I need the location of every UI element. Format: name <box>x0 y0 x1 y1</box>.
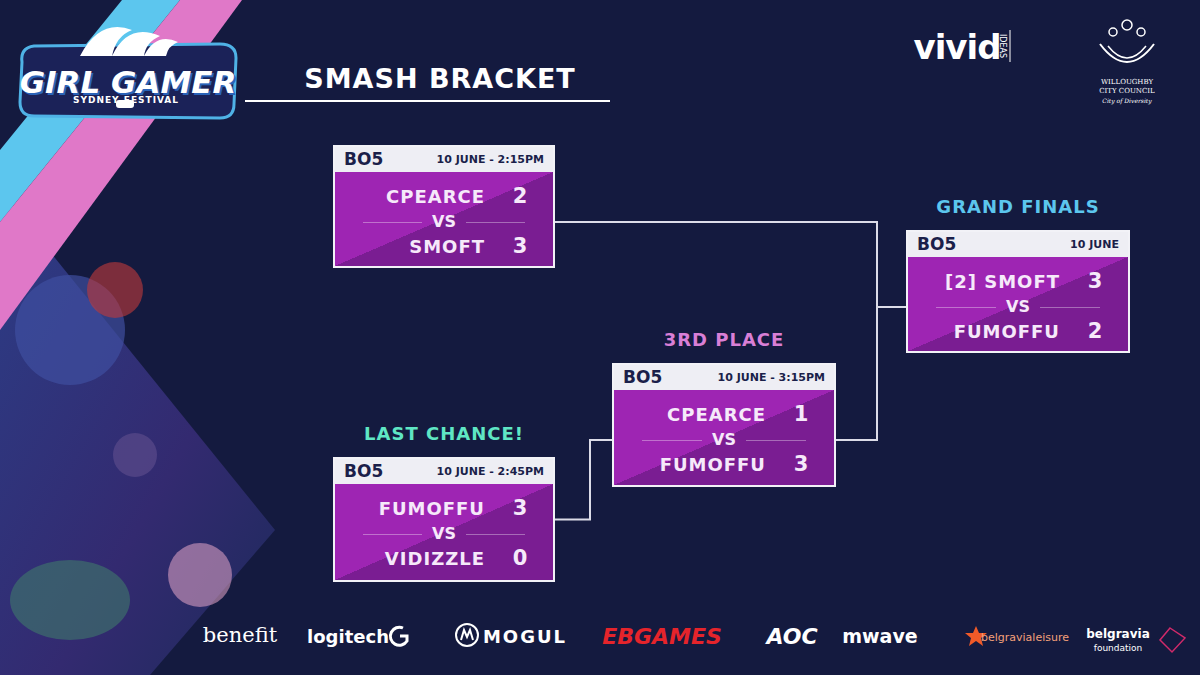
versus-mark: VS <box>614 430 834 449</box>
sponsor-logo: belgravialeisure <box>981 631 1069 644</box>
player-score: 3 <box>507 496 533 520</box>
player-name: CPEARCE <box>667 404 766 425</box>
logo-text: GIRL GAMER <box>20 64 237 100</box>
logitech-g-mark <box>390 627 407 645</box>
mogul-mark <box>456 624 478 646</box>
sponsor-logo: logitech <box>307 626 389 647</box>
player-name: FUMOFFU <box>660 454 766 475</box>
match-header: BO5 10 JUNE - 2:45PM <box>335 459 553 484</box>
divider-line <box>936 307 996 308</box>
logo-subtext: SYDNEY FESTIVAL <box>73 95 179 105</box>
pink-stripe <box>0 0 242 330</box>
round-heading: GRAND FINALS <box>908 196 1128 217</box>
versus-mark: VS <box>335 212 553 231</box>
match-box: BO510 JUNE - 2:45PMFUMOFFU3VSVIDIZZLE0LA… <box>333 457 555 582</box>
player-score: 0 <box>507 546 533 570</box>
bracket-title: SMASH BRACKET <box>304 63 576 94</box>
player-name: VIDIZZLE <box>385 548 485 569</box>
divider-line <box>466 222 525 223</box>
divider-line <box>1040 307 1100 308</box>
council-emblem <box>1100 20 1154 62</box>
player-name: SMOFT <box>409 236 485 257</box>
player-score: 2 <box>507 184 533 208</box>
match-header: BO5 10 JUNE - 2:15PM <box>335 147 553 172</box>
match-date: 10 JUNE - 2:45PM <box>437 465 544 478</box>
sponsor-logo: AOC <box>766 624 817 649</box>
art-figure <box>87 262 143 318</box>
match-body: CPEARCE 2VS SMOFT 3 <box>335 172 553 266</box>
sponsor-logo: IDEAS <box>998 34 1007 58</box>
divider-line <box>363 222 422 223</box>
match-format: BO5 <box>623 367 662 387</box>
art-figure <box>168 543 232 607</box>
player-name: CPEARCE <box>386 186 485 207</box>
player-name: FUMOFFU <box>379 498 485 519</box>
match-body: [2] SMOFT 3VS FUMOFFU 2 <box>908 257 1128 351</box>
bracket-connector <box>555 440 612 520</box>
match-date: 10 JUNE - 2:15PM <box>437 153 544 166</box>
match-format: BO5 <box>917 234 956 254</box>
divider-line <box>642 440 702 441</box>
versus-mark: VS <box>335 524 553 543</box>
sponsor-logo: MOGUL <box>483 626 567 647</box>
sponsor-logo: belgravia <box>1086 627 1149 641</box>
match-date: 10 JUNE <box>1070 238 1119 251</box>
bracket-connector <box>836 307 906 440</box>
sponsor-logo: foundation <box>1094 643 1143 653</box>
divider-line <box>466 534 525 535</box>
match-box: BO510 JUNE[2] SMOFT3VSFUMOFFU2GRAND FINA… <box>906 230 1130 353</box>
player-name: [2] SMOFT <box>945 271 1060 292</box>
art-figure <box>10 560 130 640</box>
match-format: BO5 <box>344 461 383 481</box>
sponsor-logo: EBGAMES <box>602 624 722 649</box>
sponsor-logo: vivid <box>914 27 1001 67</box>
match-date: 10 JUNE - 3:15PM <box>718 371 825 384</box>
art-figure <box>113 433 157 477</box>
match-box: BO5 10 JUNE - 2:15PM CPEARCE 2VS SMOFT 3 <box>333 145 555 268</box>
player-score: 3 <box>1082 269 1108 293</box>
match-body: CPEARCE 1VS FUMOFFU 3 <box>614 390 834 485</box>
sponsor-logo: mwave <box>842 625 917 647</box>
match-header: BO5 10 JUNE <box>908 232 1128 257</box>
logo-divider <box>1010 30 1011 62</box>
round-heading: LAST CHANCE! <box>335 423 553 444</box>
player-score: 2 <box>1082 319 1108 343</box>
player-name: FUMOFFU <box>954 321 1060 342</box>
opera-house-sails <box>80 27 178 56</box>
round-heading: 3RD PLACE <box>614 329 834 350</box>
council-name: WILLOUGHBY <box>1101 78 1153 86</box>
match-format: BO5 <box>344 149 383 169</box>
divider-line <box>363 534 422 535</box>
player-score: 1 <box>788 402 814 426</box>
player-score: 3 <box>507 234 533 258</box>
council-motto: City of Diversity <box>1102 97 1151 104</box>
player-score: 3 <box>788 452 814 476</box>
divider-line <box>746 440 806 441</box>
bracket-connector <box>555 222 906 307</box>
versus-mark: VS <box>908 297 1128 316</box>
council-name: CITY COUNCIL <box>1099 87 1155 95</box>
match-body: FUMOFFU 3VS VIDIZZLE 0 <box>335 484 553 580</box>
sponsor-logo: benefit <box>203 623 277 647</box>
foundation-mark <box>1160 628 1185 652</box>
match-box: BO510 JUNE - 3:15PMCPEARCE1VSFUMOFFU33RD… <box>612 363 836 487</box>
match-header: BO5 10 JUNE - 3:15PM <box>614 365 834 390</box>
title-underline <box>245 100 610 102</box>
